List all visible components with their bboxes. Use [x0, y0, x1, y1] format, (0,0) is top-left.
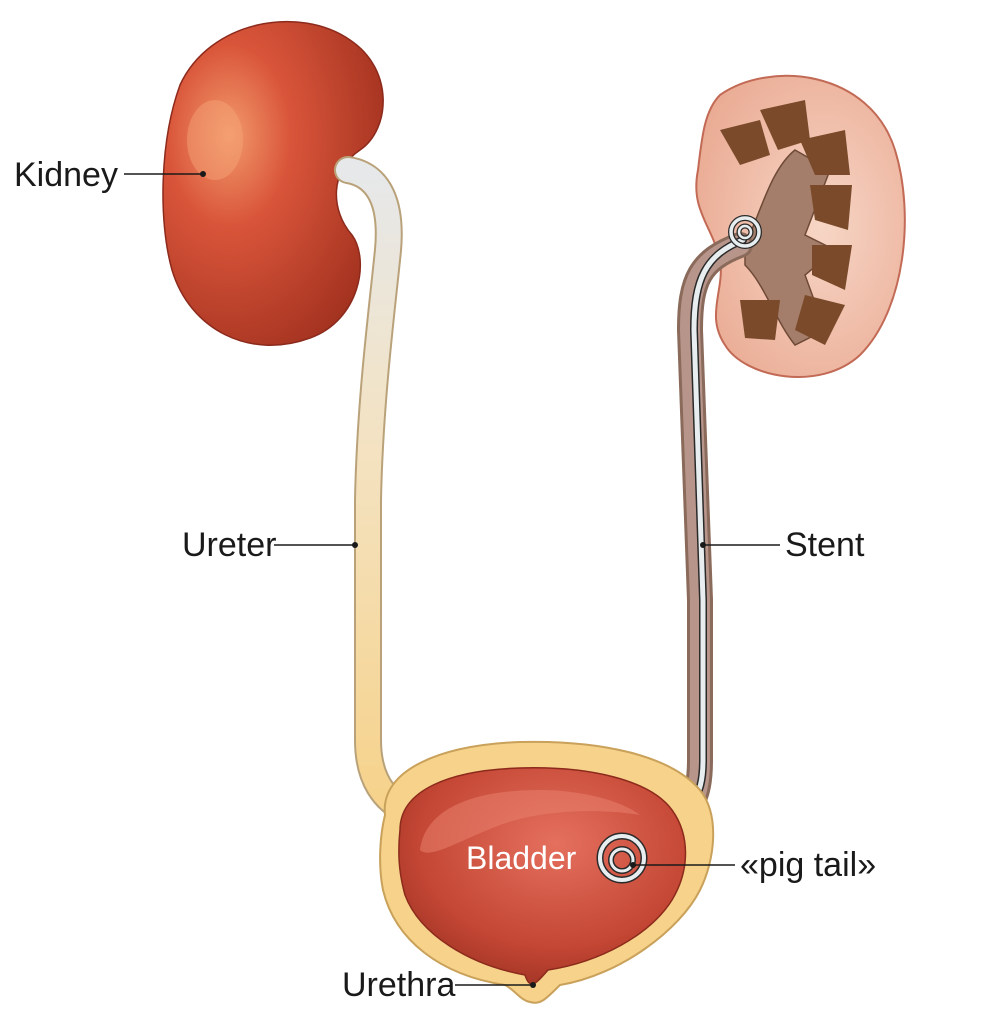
- label-urethra: Urethra: [342, 966, 455, 1004]
- leader-urethra-dot: [530, 982, 536, 988]
- label-stent: Stent: [785, 526, 865, 564]
- leader-stent-dot: [700, 542, 706, 548]
- label-urethra-group: Urethra: [342, 966, 536, 1004]
- pig-tail-coil: [596, 832, 648, 884]
- left-kidney: [162, 20, 384, 346]
- label-bladder: Bladder: [466, 840, 577, 876]
- label-kidney-group: Kidney: [14, 156, 206, 194]
- leader-ureter-dot: [352, 542, 358, 548]
- label-pig-tail-group: «pig tail»: [630, 846, 876, 884]
- label-stent-group: Stent: [700, 526, 865, 564]
- label-kidney: Kidney: [14, 156, 118, 194]
- label-pig-tail: «pig tail»: [740, 846, 876, 884]
- leader-pig-tail-dot: [630, 862, 636, 868]
- left-ureter: [334, 156, 419, 824]
- label-ureter: Ureter: [182, 526, 276, 564]
- right-kidney-cross-section: [695, 74, 906, 378]
- label-ureter-group: Ureter: [182, 526, 358, 564]
- leader-kidney-dot: [200, 171, 206, 177]
- bladder: [379, 740, 715, 1004]
